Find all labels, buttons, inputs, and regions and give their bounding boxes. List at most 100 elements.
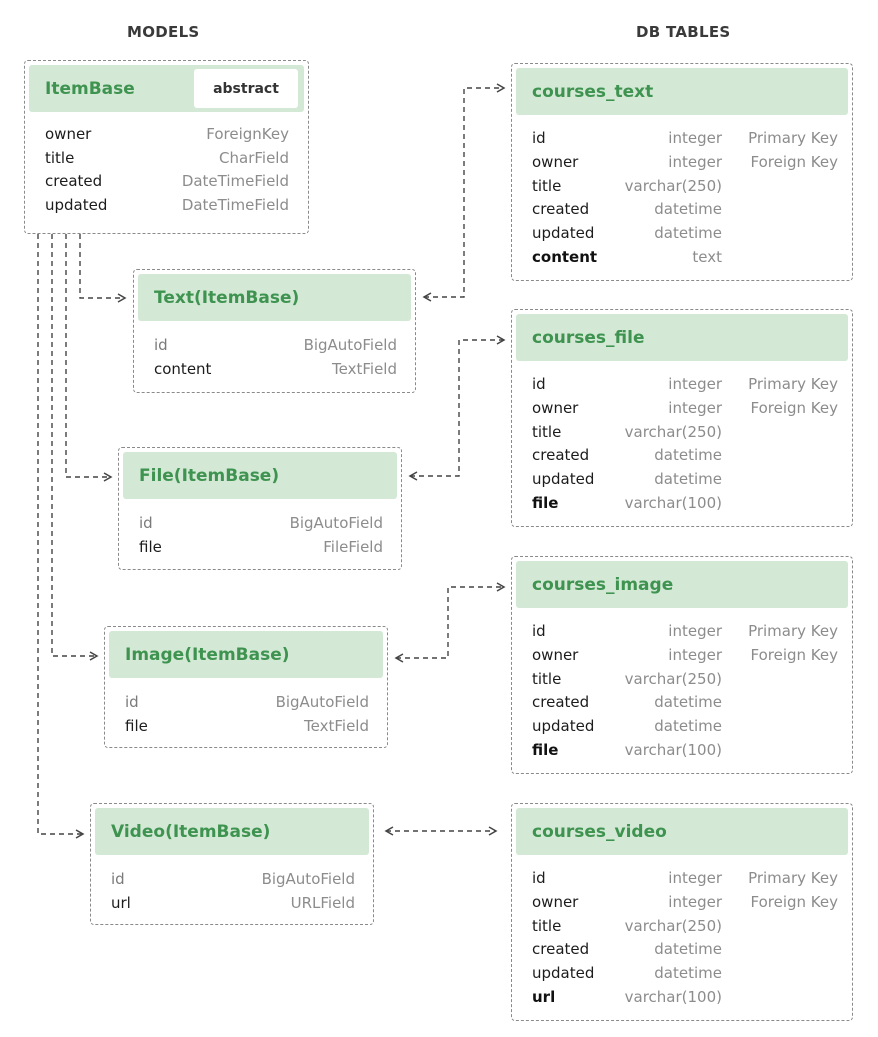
field-name: id <box>139 514 153 532</box>
field-type: DateTimeField <box>181 172 289 190</box>
field-name: url <box>111 894 131 912</box>
inherit-file-connector <box>65 234 113 482</box>
column-type: integer <box>668 645 722 664</box>
model-title: Text(ItemBase) <box>154 287 300 308</box>
column-name: file <box>532 494 559 512</box>
column-type: varchar(250) <box>624 176 722 195</box>
column-key: Foreign Key <box>750 892 839 911</box>
column-name: owner <box>532 645 579 664</box>
field-type: FileField <box>323 538 383 556</box>
column-row: created datetime <box>532 690 838 714</box>
field-name: title <box>45 148 75 167</box>
column-name: updated <box>532 224 595 243</box>
field-type: TextField <box>304 717 369 735</box>
model-title: Image(ItemBase) <box>125 644 290 665</box>
field-name: file <box>125 717 148 735</box>
map-image-connector <box>394 582 506 663</box>
column-key: Primary Key <box>748 622 838 640</box>
column-type: text <box>692 248 722 266</box>
column-type: integer <box>668 398 722 417</box>
field-name: id <box>154 336 168 354</box>
table-header: courses_text <box>516 68 848 115</box>
column-type: datetime <box>654 693 722 712</box>
column-name: owner <box>532 152 579 171</box>
column-key: Primary Key <box>748 129 838 147</box>
column-key: Foreign Key <box>750 398 839 417</box>
model-header: Video(ItemBase) <box>95 808 369 855</box>
column-type: datetime <box>654 470 722 489</box>
column-name: owner <box>532 892 579 911</box>
field-type: BigAutoField <box>261 870 355 888</box>
field-type: BigAutoField <box>275 693 369 711</box>
model-header: File(ItemBase) <box>123 452 397 499</box>
column-name: title <box>532 422 562 441</box>
column-type: varchar(100) <box>624 741 722 759</box>
column-name: created <box>532 693 590 712</box>
column-name: content <box>532 248 598 266</box>
itembase-header: ItemBase abstract <box>29 65 304 112</box>
column-row: created datetime <box>532 443 838 467</box>
itembase-title: ItemBase <box>45 78 135 99</box>
column-type: varchar(250) <box>624 916 722 935</box>
model-header: Text(ItemBase) <box>138 274 411 321</box>
field-row: url URLField <box>111 891 355 915</box>
table-title: courses_file <box>532 327 645 348</box>
column-row: content text <box>532 245 838 269</box>
column-name: title <box>532 669 562 688</box>
field-type: DateTimeField <box>181 195 289 214</box>
column-type: integer <box>668 892 722 911</box>
column-type: varchar(100) <box>624 988 722 1006</box>
column-key: Primary Key <box>748 375 838 393</box>
column-type: varchar(250) <box>624 669 722 688</box>
field-name: content <box>154 360 212 378</box>
column-name: id <box>532 129 546 147</box>
field-name: owner <box>45 125 92 143</box>
column-name: id <box>532 622 546 640</box>
column-name: created <box>532 200 590 219</box>
column-type: integer <box>668 869 722 887</box>
field-type: URLField <box>290 894 355 912</box>
field-type: BigAutoField <box>289 514 383 532</box>
model-title: Video(ItemBase) <box>111 821 271 842</box>
column-name: id <box>532 869 546 887</box>
map-text-connector <box>422 83 506 302</box>
inherit-text-connector <box>79 234 127 303</box>
column-name: id <box>532 375 546 393</box>
column-name: owner <box>532 398 579 417</box>
field-row: id BigAutoField <box>139 511 383 535</box>
column-name: created <box>532 446 590 465</box>
column-key: Foreign Key <box>750 645 839 664</box>
column-row: owner integer Foreign Key <box>532 396 838 420</box>
table-header: courses_video <box>516 808 848 855</box>
column-type: datetime <box>654 446 722 465</box>
map-file-connector <box>408 335 506 481</box>
model-title: File(ItemBase) <box>139 465 280 486</box>
